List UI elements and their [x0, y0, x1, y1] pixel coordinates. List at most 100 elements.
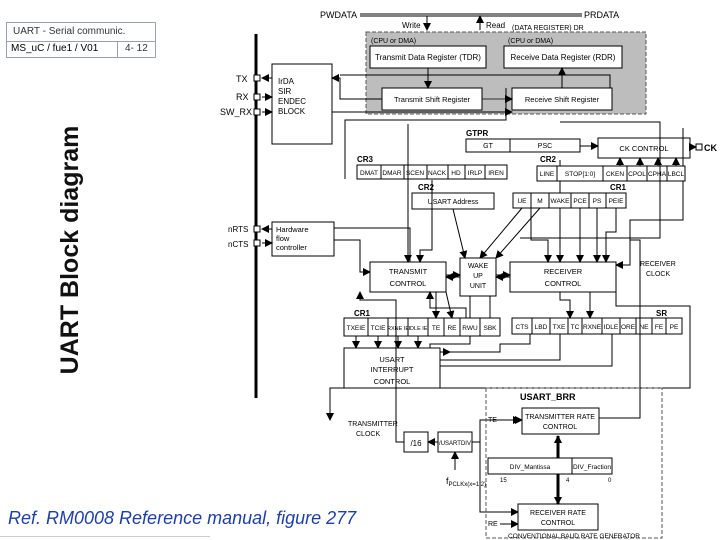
pwdata-label: PWDATA: [320, 10, 357, 20]
header-doc-cell: [7, 41, 118, 57]
cr1-bottom-label: CR1: [354, 309, 371, 318]
irda-block: [271, 63, 333, 145]
cr1-bit-tcie: TCIE: [371, 325, 386, 332]
cr1-bit-txeie: TXEIE: [347, 325, 366, 332]
sr-bit-idle: IDLE: [604, 324, 619, 331]
sr-bit-pe: PE: [670, 324, 679, 331]
cr1-bit-m: M: [537, 198, 542, 205]
clock-connections: [356, 239, 641, 528]
data-register-label: (DATA REGISTER) DR: [512, 25, 584, 32]
hwflow-connections: [261, 225, 411, 276]
sr-bit-txe: TXE: [553, 324, 566, 331]
div16-label: /16: [410, 439, 422, 448]
bit-0: 0: [608, 478, 612, 484]
sr-register: [511, 317, 683, 335]
cr1-bit-sbk: SBK: [483, 325, 497, 332]
cr2-bit-line: LINE: [540, 171, 555, 178]
rdr-label: Receive Data Register (RDR): [511, 53, 616, 62]
usartdiv-label: /USARTDIV: [439, 441, 471, 447]
hwflow-line-2: flow: [276, 234, 290, 243]
cr2-bit-cpha: CPHA: [648, 171, 667, 178]
interrupt-line-2: INTERRUPT: [371, 365, 414, 374]
data-bus: [360, 13, 582, 31]
rdr-cpu-dma: (CPU or DMA): [508, 38, 553, 45]
receiver-control-line-2: CONTROL: [545, 279, 582, 288]
cr2-bit-cpol: CPOL: [628, 171, 646, 178]
div16-box: [403, 431, 429, 453]
tx-clock-line-1: TRANSMITTER: [348, 421, 398, 428]
irda-connections: [261, 74, 611, 116]
cr3-bit-scen: SCEN: [406, 170, 424, 177]
sr-bit-rxne: RXNE: [583, 324, 602, 331]
sr-label: SR: [656, 309, 667, 318]
interrupt-line-3: CONTROL: [374, 377, 411, 386]
footer-divider: [0, 536, 210, 537]
div-mantissa-label: DIV_Mantissa: [510, 464, 551, 471]
cr1-bit-ps: PS: [593, 198, 602, 205]
fpclk-label: fPCLKx(x=1,2): [446, 476, 486, 488]
reference-note: Ref. RM0008 Reference manual, figure 277: [8, 508, 357, 528]
cr1-bit-ue: UE: [517, 198, 527, 205]
div-fraction-label: DIV_Fraction: [573, 464, 611, 471]
wakeup-line-1: WAKE: [468, 263, 489, 270]
transmit-control-line-1: TRANSMIT: [389, 267, 428, 276]
cr3-bit-iren: IREN: [488, 170, 504, 177]
tx-rate-line-2: CONTROL: [543, 424, 577, 431]
gtpr-label: GTPR: [466, 129, 488, 138]
control-connections: [344, 88, 661, 281]
rsr-label: Receive Shift Register: [525, 95, 600, 104]
cr2-top-register: [536, 165, 686, 182]
gtpr-gt: GT: [483, 143, 493, 150]
hwflow-line-3: controller: [276, 243, 307, 252]
header-top-cell: [7, 23, 155, 42]
irda-line-4: BLOCK: [278, 107, 306, 116]
brr-generator-label: CONVENTIONAL BAUD RATE GENERATOR: [508, 533, 640, 540]
cr1-bit-idleie: IDLE IE: [409, 326, 428, 332]
document-id: MS_uC / fue1 / V01: [11, 43, 99, 54]
tx-clock-line-2: CLOCK: [356, 431, 380, 438]
bit-15: 15: [500, 478, 507, 484]
receiver-clock-line-2: CLOCK: [646, 271, 670, 278]
read-label: Read: [486, 21, 505, 30]
pin-tx: TX: [236, 74, 248, 84]
wakeup-line-3: UNIT: [470, 283, 487, 290]
write-label: Write: [402, 21, 421, 30]
receiver-control-block: [509, 261, 617, 293]
fpclk-symbol: f: [446, 476, 449, 486]
prdata-label: PRDATA: [584, 10, 619, 20]
gtpr-psc: PSC: [538, 143, 552, 150]
brr-re: RE: [488, 521, 498, 528]
brr-area: [485, 387, 663, 539]
pin-sw-rx: SW_RX: [220, 107, 252, 117]
sr-bit-ne: NE: [639, 324, 649, 331]
receiver-control-line-1: RECEIVER: [544, 267, 583, 276]
cr3-bit-hd: HD: [451, 170, 461, 177]
course-title: UART - Serial communic.: [13, 26, 126, 37]
pin-nrts: nRTS: [228, 225, 248, 234]
tsr-label: Transmit Shift Register: [394, 95, 470, 104]
fpclk-subscript: PCLKx(x=1,2): [449, 482, 487, 488]
interrupt-control-block: [343, 347, 441, 389]
register-connections: [326, 291, 691, 421]
pin-ncts: nCTS: [228, 240, 248, 249]
sr-bit-lbd: LBD: [535, 324, 548, 331]
tdr-cpu-dma: (CPU or DMA): [371, 38, 416, 45]
div-fraction-cell: [571, 457, 613, 475]
usart-address-label: USART Address: [428, 199, 479, 206]
transmit-control-line-2: CONTROL: [390, 279, 427, 288]
cr1-bit-rxneie: RXNE IE: [387, 326, 409, 332]
sr-bit-ore: ORE: [621, 324, 636, 331]
tdr-label: Transmit Data Register (TDR): [375, 53, 481, 62]
interrupt-line-1: USART: [379, 355, 405, 364]
cr3-register: [356, 164, 508, 180]
cr2-bit-cken: CKEN: [606, 171, 624, 178]
tx-rate-control-block: [521, 407, 600, 435]
cr3-bit-dmat: DMAT: [360, 170, 378, 177]
dr-connections: [424, 67, 566, 103]
hwflow-line-1: Hardware: [276, 225, 309, 234]
wakeup-line-2: UP: [473, 273, 483, 280]
cr3-bit-nack: NACK: [428, 170, 447, 177]
receiver-clock-line-1: RECEIVER: [640, 261, 676, 268]
cr3-bit-dmar: DMAR: [382, 170, 401, 177]
